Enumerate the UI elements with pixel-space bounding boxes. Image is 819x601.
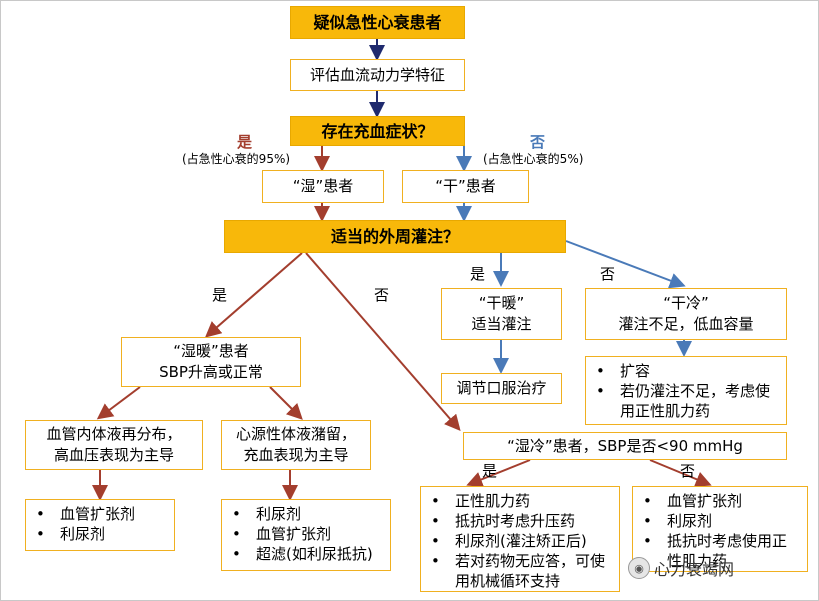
list-item: 血管扩张剂	[230, 524, 384, 544]
congestion-question-box: 存在充血症状？	[290, 116, 465, 146]
cardiac-line-1: 心源性体液潴留，	[235, 425, 356, 443]
no-label-dry-cold: 否	[600, 265, 616, 283]
wet-cold-yes-treatment-box: 正性肌力药 抵抗时考虑升压药 利尿剂(灌注矫正后) 若对药物无应答，可使用机械循…	[420, 486, 620, 592]
no-label-wet-cold: 否	[374, 286, 390, 304]
yes-label-wet-cold: 是	[482, 462, 498, 480]
cardiac-treatment-box: 利尿剂 血管扩张剂 超滤(如利尿抵抗)	[221, 499, 391, 571]
wet-warm-subtitle: SBP升高或正常	[159, 363, 263, 381]
wet-patient-box: “湿”患者	[262, 170, 384, 203]
list-item: 若对药物无应答，可使用机械循环支持	[429, 551, 613, 591]
list-item: 利尿剂	[34, 524, 168, 544]
wet-cold-text: “湿冷”患者，SBP是否<90 mmHg	[507, 436, 743, 455]
arrow-wet-cold-to-yes	[466, 459, 531, 487]
suspect-heart-failure-box: 疑似急性心衰患者	[290, 6, 465, 39]
pct-95-label: (占急性心衰的95%)	[182, 152, 291, 166]
wechat-icon: ◉	[628, 557, 650, 579]
arrow-perfusion-to-wet-cold	[305, 252, 461, 432]
no-label-congestion: 否	[530, 133, 546, 151]
watermark-text: 心力衰竭网	[654, 560, 735, 579]
dry-cold-box: “干冷” 灌注不足，低血容量	[585, 288, 787, 340]
pct-5-label: (占急性心衰的5%)	[483, 152, 584, 166]
perfusion-text: 适当的外周灌注？	[330, 227, 459, 246]
dry-warm-subtitle: 适当灌注	[471, 315, 532, 333]
arrow-perfusion-to-wet-warm	[204, 252, 303, 338]
wet-cold-no-treatment-box: 血管扩张剂 利尿剂 抵抗时考虑使用正性肌力药	[632, 486, 808, 572]
dry-cold-title: “干冷”	[663, 294, 709, 312]
list-item: 抵抗时考虑使用正性肌力药	[641, 531, 801, 571]
oral-adjust-text: 调节口服治疗	[456, 379, 547, 397]
vascular-treatment-box: 血管扩张剂 利尿剂	[25, 499, 175, 551]
wet-cold-box: “湿冷”患者，SBP是否<90 mmHg	[463, 432, 787, 460]
list-item: 利尿剂	[641, 511, 801, 531]
list-item: 扩容	[594, 361, 780, 381]
dry-text: “干”患者	[435, 177, 496, 195]
arrow-wet-warm-to-vascular	[96, 386, 141, 420]
list-item: 利尿剂(灌注矫正后)	[429, 531, 613, 551]
suspect-text: 疑似急性心衰患者	[313, 13, 442, 32]
list-item: 超滤(如利尿抵抗)	[230, 544, 384, 564]
wet-warm-title: “湿暖”患者	[173, 342, 249, 360]
assess-hemodynamics-box: 评估血流动力学特征	[290, 59, 465, 91]
no-label-wet-cold-sbp: 否	[680, 462, 696, 480]
vascular-redistribution-box: 血管内体液再分布， 高血压表现为主导	[25, 420, 203, 470]
dry-warm-title: “干暖”	[478, 294, 525, 312]
yes-label-congestion: 是	[237, 133, 253, 151]
perfusion-question-box: 适当的外周灌注？	[224, 220, 566, 253]
arrow-perfusion-to-dry-cold	[565, 240, 686, 289]
list-item: 血管扩张剂	[34, 504, 168, 524]
list-item: 血管扩张剂	[641, 491, 801, 511]
wet-text: “湿”患者	[292, 177, 354, 195]
list-item: 利尿剂	[230, 504, 384, 524]
dry-patient-box: “干”患者	[402, 170, 529, 203]
vascular-line-1: 血管内体液再分布，	[46, 425, 182, 443]
list-item: 抵抗时考虑升压药	[429, 511, 613, 531]
yes-label-dry-warm: 是	[470, 265, 486, 283]
dry-warm-box: “干暖” 适当灌注	[441, 288, 562, 340]
cardiac-line-2: 充血表现为主导	[243, 446, 349, 464]
oral-adjust-box: 调节口服治疗	[441, 373, 562, 404]
assess-text: 评估血流动力学特征	[309, 65, 445, 84]
list-item: 若仍灌注不足，考虑使用正性肌力药	[594, 381, 780, 421]
arrow-wet-warm-to-cardiac	[269, 386, 303, 420]
yes-label-wet-warm: 是	[212, 286, 228, 304]
congestion-text: 存在充血症状？	[321, 121, 434, 141]
vascular-line-2: 高血压表现为主导	[53, 446, 174, 464]
arrow-wet-cold-to-no	[649, 459, 712, 487]
cardiac-retention-box: 心源性体液潴留， 充血表现为主导	[221, 420, 371, 470]
dry-cold-subtitle: 灌注不足，低血容量	[618, 315, 754, 333]
wet-warm-box: “湿暖”患者 SBP升高或正常	[121, 337, 301, 387]
watermark: ◉ 心力衰竭网	[628, 556, 734, 580]
dry-cold-treatment-box: 扩容 若仍灌注不足，考虑使用正性肌力药	[585, 356, 787, 425]
list-item: 正性肌力药	[429, 491, 613, 511]
